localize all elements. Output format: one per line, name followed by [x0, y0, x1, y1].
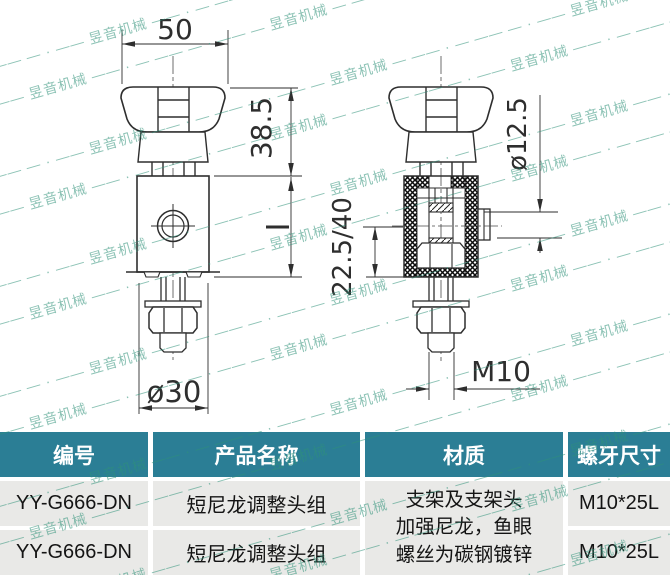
material-line-1: 支架及支架头 [405, 489, 523, 512]
technical-drawing: 50 38.5 ø30 ø12.5 22.5/40 M10 [120, 13, 562, 414]
dimension-arrows [122, 41, 543, 411]
cell-name-row2: 短尼龙调整头组 [153, 530, 360, 575]
dim-depth-label: 22.5/40 [328, 197, 358, 297]
header-cell-thread: 螺牙尺寸 [568, 432, 670, 477]
dim-thread-label: M10 [471, 355, 531, 388]
material-line-2: 加强尼龙，鱼眼 [395, 516, 533, 539]
material-line-3: 螺丝为碳钢镀锌 [395, 543, 533, 566]
header-cell-name: 产品名称 [153, 432, 360, 477]
cell-thread-row1: M10*25L [568, 481, 670, 526]
spec-table: 编号 产品名称 材质 螺牙尺寸 YY-G666-DN 短尼龙调整头组 支架及支架… [0, 432, 670, 575]
side-section-view [388, 56, 502, 362]
screw-head-icon [151, 204, 195, 248]
cell-material-merged: 支架及支架头 加强尼龙，鱼眼 螺丝为碳钢镀锌 [365, 481, 563, 575]
dim-width-label: 50 [157, 13, 193, 46]
header-cell-material: 材质 [365, 432, 563, 477]
dim-base-dia-label: ø30 [147, 375, 202, 409]
dimension-labels: 50 38.5 ø30 ø12.5 22.5/40 M10 [147, 13, 533, 409]
dim-hole-dia-label: ø12.5 [503, 97, 533, 171]
cell-name-row1: 短尼龙调整头组 [153, 481, 360, 526]
front-view [120, 56, 226, 360]
cell-code-row1: YY-G666-DN [0, 481, 148, 526]
header-cell-code: 编号 [0, 432, 148, 477]
cell-thread-row2: M10*25L [568, 530, 670, 575]
dim-height-label: 38.5 [245, 97, 278, 159]
cell-code-row2: YY-G666-DN [0, 530, 148, 575]
